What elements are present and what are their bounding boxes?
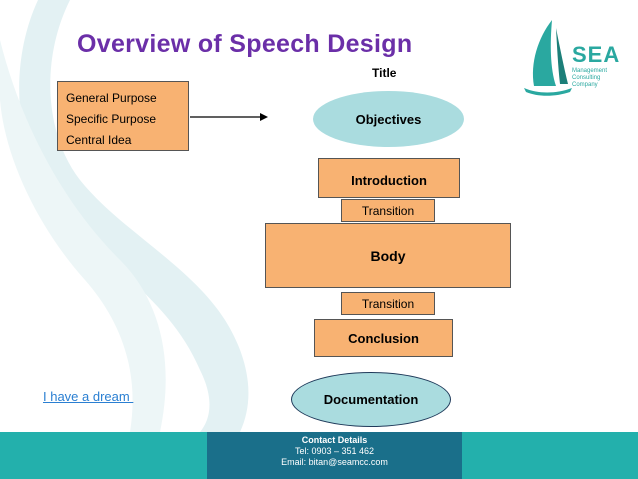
contact-email: Email: bitan@seamcc.com [281,457,388,467]
transition-box-top: Transition [341,199,435,222]
body-box: Body [265,223,511,288]
background-swoosh-decoration [0,0,249,432]
introduction-label: Introduction [351,172,427,188]
purpose-box: General Purpose Specific Purpose Central… [57,81,189,151]
body-label: Body [370,247,406,264]
title-label: Title [372,66,397,80]
purpose-item-specific: Specific Purpose [66,112,157,126]
contact-details: Contact Details Tel: 0903 – 351 462 Emai… [207,432,462,479]
transition-label: Transition [361,203,415,218]
contact-details-heading: Contact Details [301,435,368,445]
purpose-item-central-idea: Central Idea [66,133,132,147]
contact-phone: Tel: 0903 – 351 462 [294,446,375,456]
objectives-label: Objectives [355,111,422,127]
footer-bar: Contact Details Tel: 0903 – 351 462 Emai… [0,432,638,479]
arrow-right-icon [190,113,268,121]
transition-box-bottom: Transition [341,292,435,315]
logo-subtitle: Management Consulting Company [572,68,632,89]
logo-subtitle-line: Consulting [572,75,601,81]
company-logo: SEA Management Consulting Company [520,18,630,98]
logo-wordmark: SEA [572,42,621,67]
purpose-item-general: General Purpose [66,91,157,105]
introduction-box: Introduction [318,158,460,198]
documentation-ellipse: Documentation [291,372,451,427]
slide-title: Overview of Speech Design [77,30,413,58]
logo-subtitle-line: Management [572,68,608,74]
conclusion-box: Conclusion [314,319,453,357]
sailboat-icon [524,20,572,96]
i-have-a-dream-link[interactable]: I have a dream [43,389,134,404]
logo-subtitle-line: Company [572,82,598,88]
documentation-label: Documentation [323,392,419,407]
conclusion-label: Conclusion [348,330,419,346]
transition-label: Transition [361,296,415,311]
objectives-ellipse: Objectives [313,91,464,147]
